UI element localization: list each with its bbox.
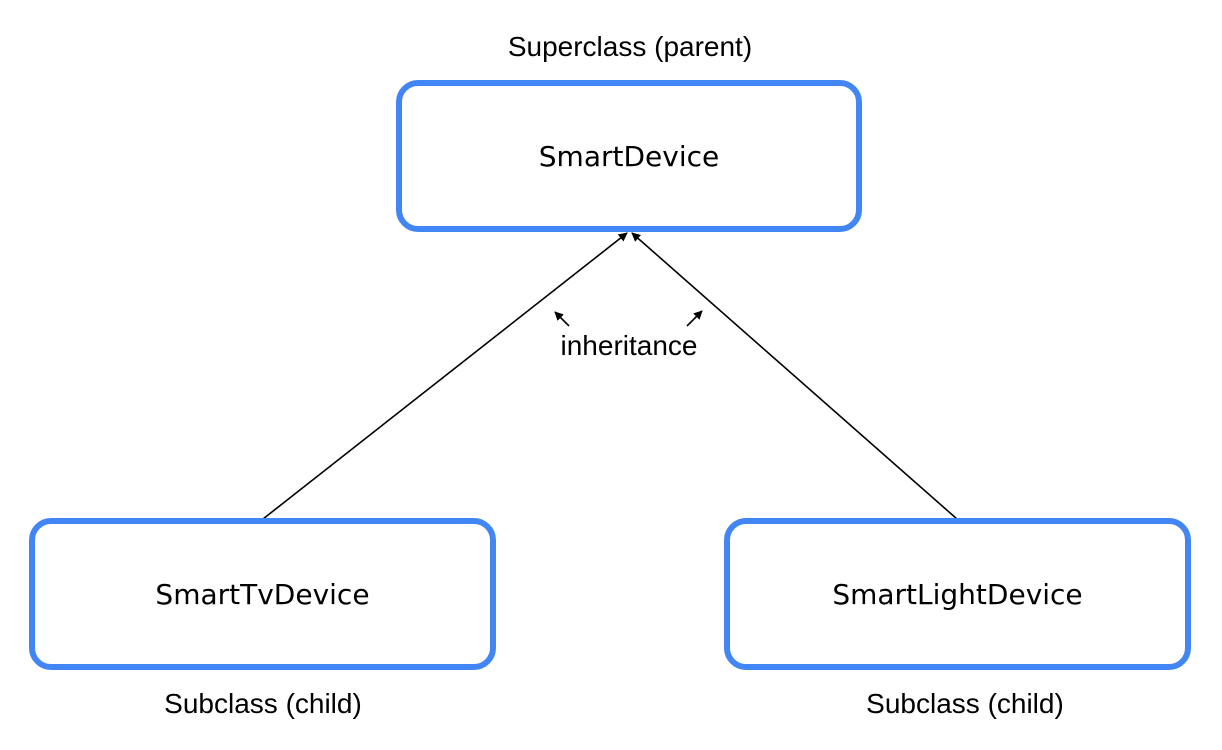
- inheritance-pointer-right: [686, 310, 703, 327]
- node-smart-tv-device: SmartTvDevice: [29, 518, 496, 670]
- subclass-caption-tv: Subclass (child): [164, 688, 362, 719]
- node-smart-device-label: SmartDevice: [538, 139, 720, 173]
- node-smart-device: SmartDevice: [396, 80, 862, 232]
- inheritance-label: inheritance: [560, 330, 698, 361]
- node-smart-light-device-label: SmartLightDevice: [832, 577, 1083, 611]
- superclass-caption: Superclass (parent): [507, 31, 753, 62]
- edge-tv-to-parent: [262, 232, 628, 520]
- inheritance-pointer-left: [554, 311, 570, 327]
- subclass-caption-light: Subclass (child): [866, 688, 1064, 719]
- edge-light-to-parent: [631, 232, 958, 520]
- node-smart-tv-device-label: SmartTvDevice: [155, 577, 370, 611]
- node-smart-light-device: SmartLightDevice: [724, 518, 1191, 670]
